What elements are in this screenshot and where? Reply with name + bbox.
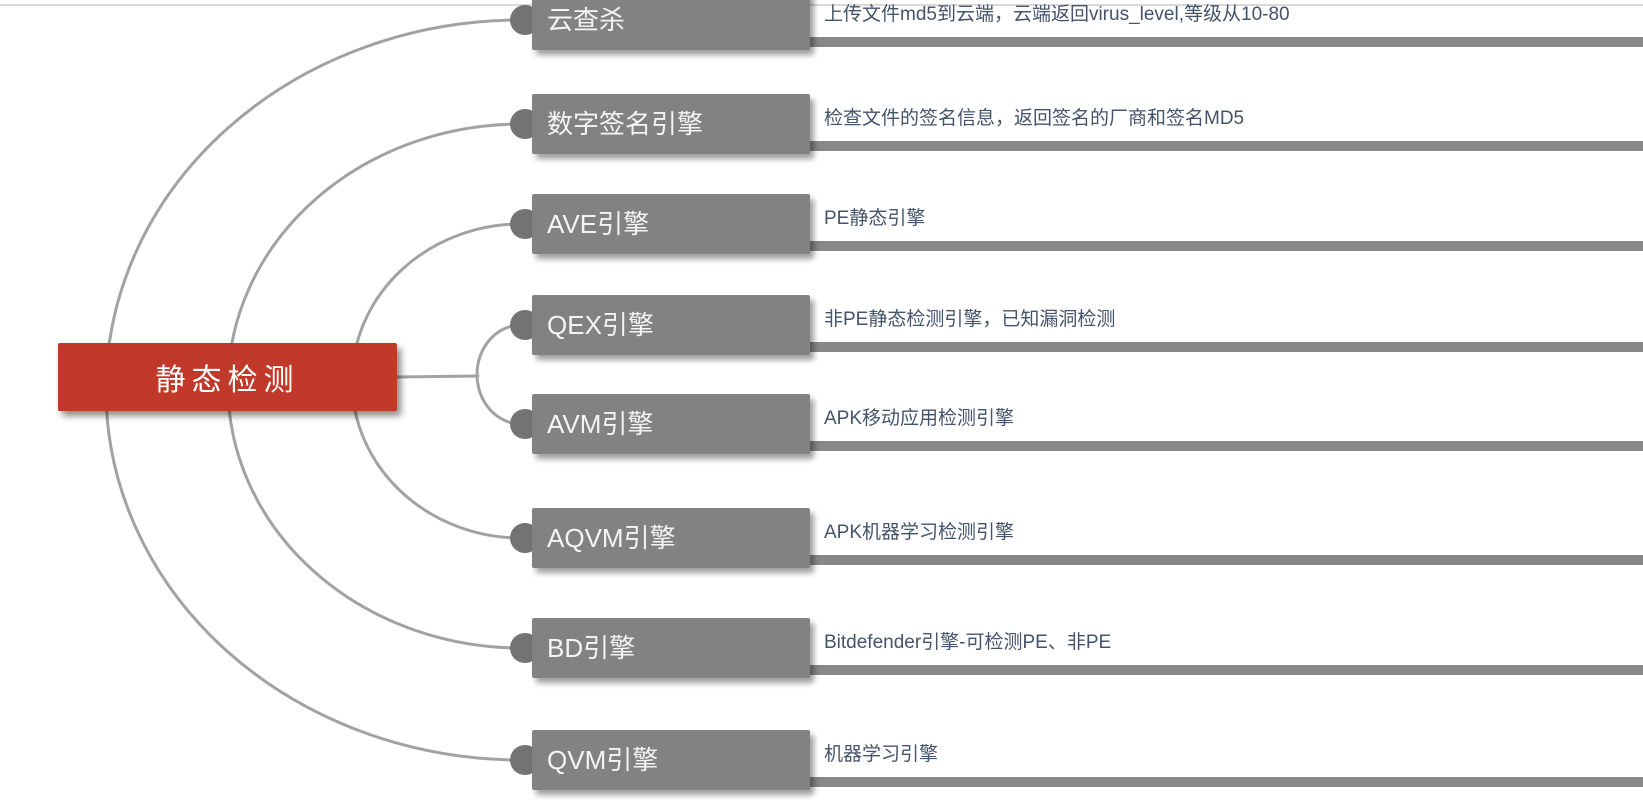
branch-description: 机器学习引擎: [824, 744, 939, 765]
branch-description: APK机器学习检测引擎: [824, 522, 1015, 543]
root-node-label: 静态检测: [155, 364, 300, 397]
branch-node-label: 数字签名引擎: [547, 109, 704, 139]
branch-node: 数字签名引擎: [532, 94, 810, 154]
branch-node-label: AQVM引擎: [547, 523, 676, 553]
root-node: 静态检测: [58, 343, 397, 411]
branch-underline-bar: [810, 342, 1643, 352]
branch-node-label: AVE引擎: [547, 209, 650, 239]
branch-description: APK移动应用检测引擎: [824, 408, 1015, 429]
branch-description: 检查文件的签名信息，返回签名的厂商和签名MD5: [824, 108, 1245, 129]
branch-description: 非PE静态检测引擎，已知漏洞检测: [824, 309, 1116, 330]
branch-underline-bar: [810, 441, 1643, 451]
branch-node: 云查杀: [532, 0, 810, 50]
branch-node: QVM引擎: [532, 730, 810, 790]
branch-node: BD引擎: [532, 618, 810, 678]
branch-underline-bar: [810, 37, 1643, 47]
root-stem-line: [395, 374, 480, 379]
branch-node-label: 云查杀: [547, 5, 626, 35]
branch-node: AVM引擎: [532, 394, 810, 454]
slide-top-border: [0, 4, 1643, 6]
branch-node: AQVM引擎: [532, 508, 810, 568]
branch-node-label: BD引擎: [547, 633, 636, 663]
branch-description: Bitdefender引擎-可检测PE、非PE: [824, 632, 1112, 653]
branch-underline-bar: [810, 665, 1643, 675]
branch-node: AVE引擎: [532, 194, 810, 254]
branch-underline-bar: [810, 141, 1643, 151]
branch-description: PE静态引擎: [824, 208, 926, 229]
connector-arc: [475, 323, 523, 426]
branch-node-label: QEX引擎: [547, 310, 654, 340]
branch-underline-bar: [810, 241, 1643, 251]
branch-description: 上传文件md5到云端，云端返回virus_level,等级从10-80: [824, 4, 1290, 25]
branch-node: QEX引擎: [532, 295, 810, 355]
branch-node-label: QVM引擎: [547, 745, 659, 775]
branch-underline-bar: [810, 777, 1643, 787]
branch-underline-bar: [810, 555, 1643, 565]
branch-node-label: AVM引擎: [547, 409, 654, 439]
